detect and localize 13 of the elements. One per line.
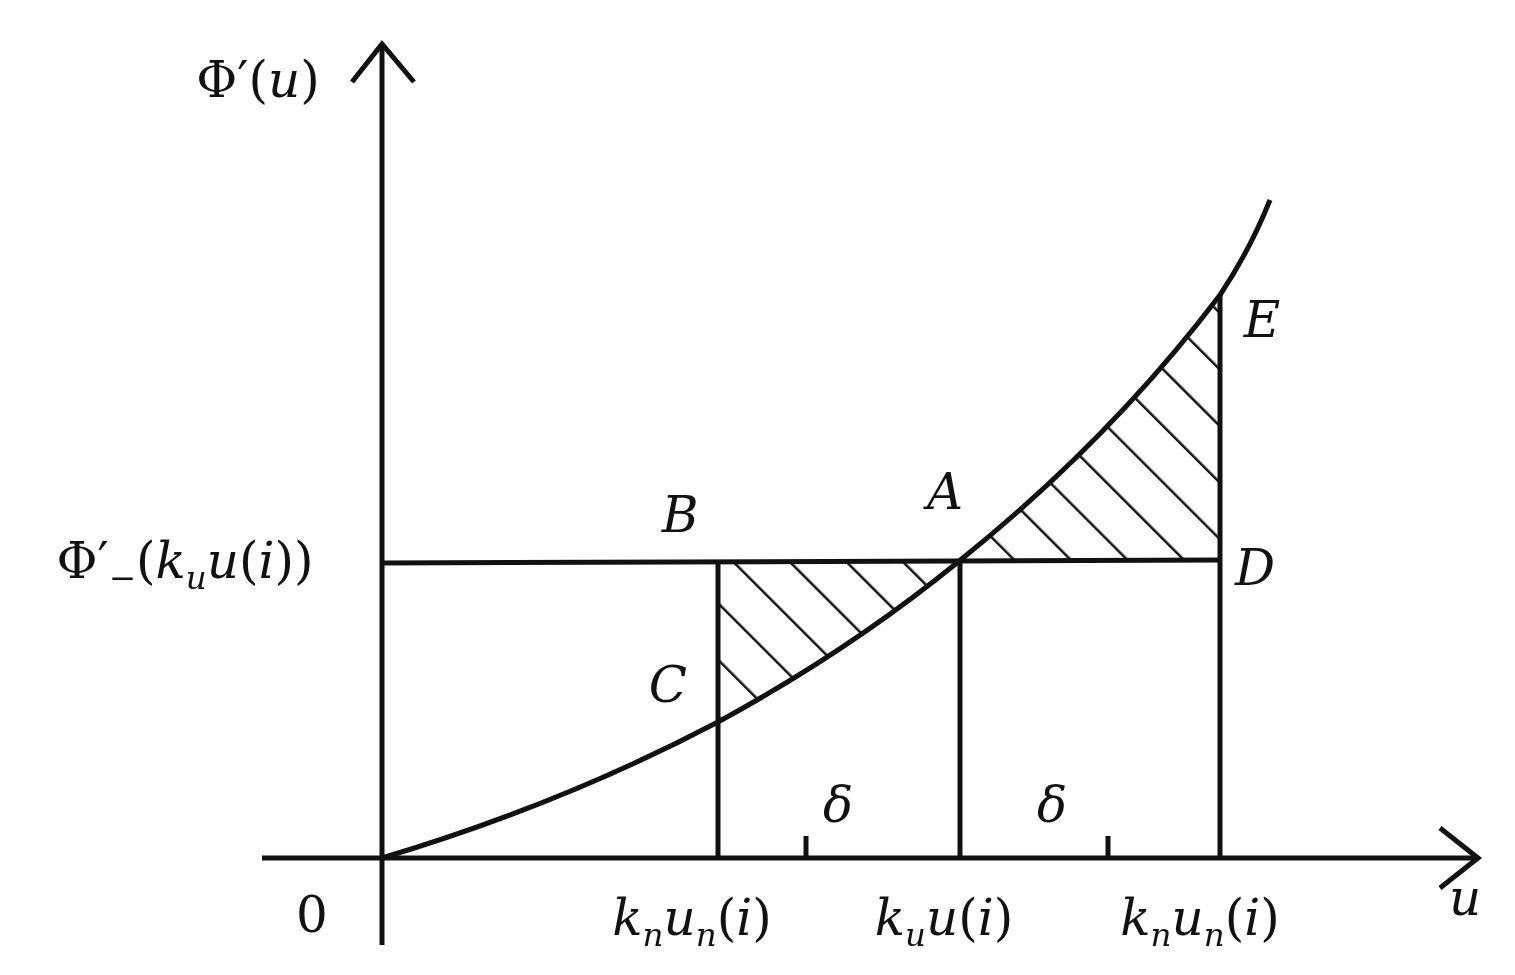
tick-label: k$_{u}$u(i) <box>874 892 1014 952</box>
interval-label: δ <box>1036 780 1068 830</box>
point-label: C <box>648 660 688 710</box>
point-label: E <box>1243 295 1281 345</box>
tick-label: k$_{n}$u$_{n}$(i) <box>612 892 772 952</box>
axis-label: u <box>1448 873 1482 923</box>
value-label: Φ′$_{−}$(k$_{u}$u(i)) <box>56 535 314 595</box>
origin-label: 0 <box>296 890 328 940</box>
tick-label: k$_{n}$u$_{n}$(i) <box>1120 892 1280 952</box>
point-label: B <box>661 490 699 540</box>
interval-label: δ <box>822 780 854 830</box>
point-label: D <box>1234 543 1276 593</box>
axis-label: Φ′(u) <box>196 55 320 105</box>
